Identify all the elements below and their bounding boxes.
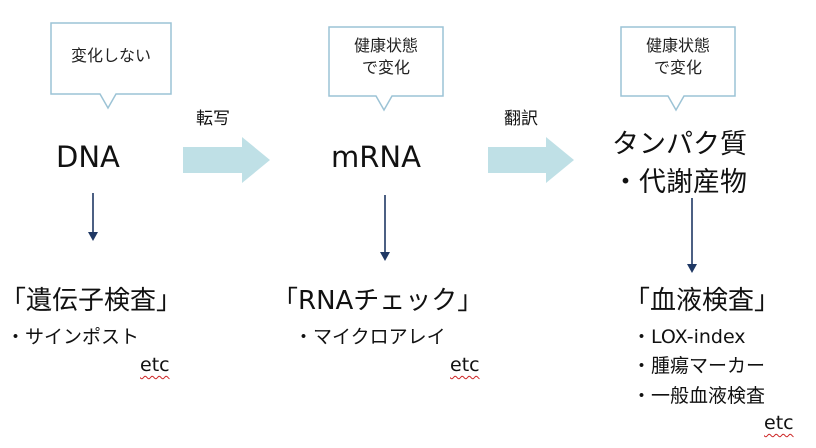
process-label-translation: 翻訳 xyxy=(504,109,538,129)
list-item: ・マイクロアレイ xyxy=(294,326,446,348)
callout-dna-text: 変化しない xyxy=(70,46,151,65)
down-arrow-mrna xyxy=(380,195,390,261)
list-item: ・腫瘍マーカー xyxy=(632,355,766,377)
test-name-gene: 「遺伝子検査」 xyxy=(0,286,183,316)
list-item: ・サインポスト xyxy=(6,326,140,348)
callout-mrna-text: 健康状態 で変化 xyxy=(353,36,418,77)
stage-label-mrna: mRNA xyxy=(331,140,421,174)
test-name-blood: 「血液検査」 xyxy=(624,286,781,316)
etc-label: etc xyxy=(450,354,480,376)
stage-label-protein: タンパク質 xyxy=(612,129,747,160)
stage-label-metabolites: ・代謝産物 xyxy=(612,167,747,198)
transcription-arrow xyxy=(183,137,270,183)
down-arrow-protein xyxy=(687,198,697,273)
callout-protein: 健康状態 で変化 xyxy=(620,26,736,112)
list-item: ・LOX-index xyxy=(632,326,746,348)
callout-dna: 変化しない xyxy=(50,22,172,110)
callout-mrna: 健康状態 で変化 xyxy=(328,26,444,112)
process-label-transcription: 転写 xyxy=(196,109,230,129)
down-arrow-dna xyxy=(88,193,98,241)
stage-label-dna: DNA xyxy=(56,140,120,174)
test-name-rna: 「RNAチェック」 xyxy=(272,286,484,316)
etc-label: etc xyxy=(140,354,170,376)
list-item: ・一般血液検査 xyxy=(632,385,766,407)
callout-protein-text: 健康状態 で変化 xyxy=(645,36,710,77)
etc-label: etc xyxy=(764,412,794,434)
translation-arrow xyxy=(488,137,574,183)
